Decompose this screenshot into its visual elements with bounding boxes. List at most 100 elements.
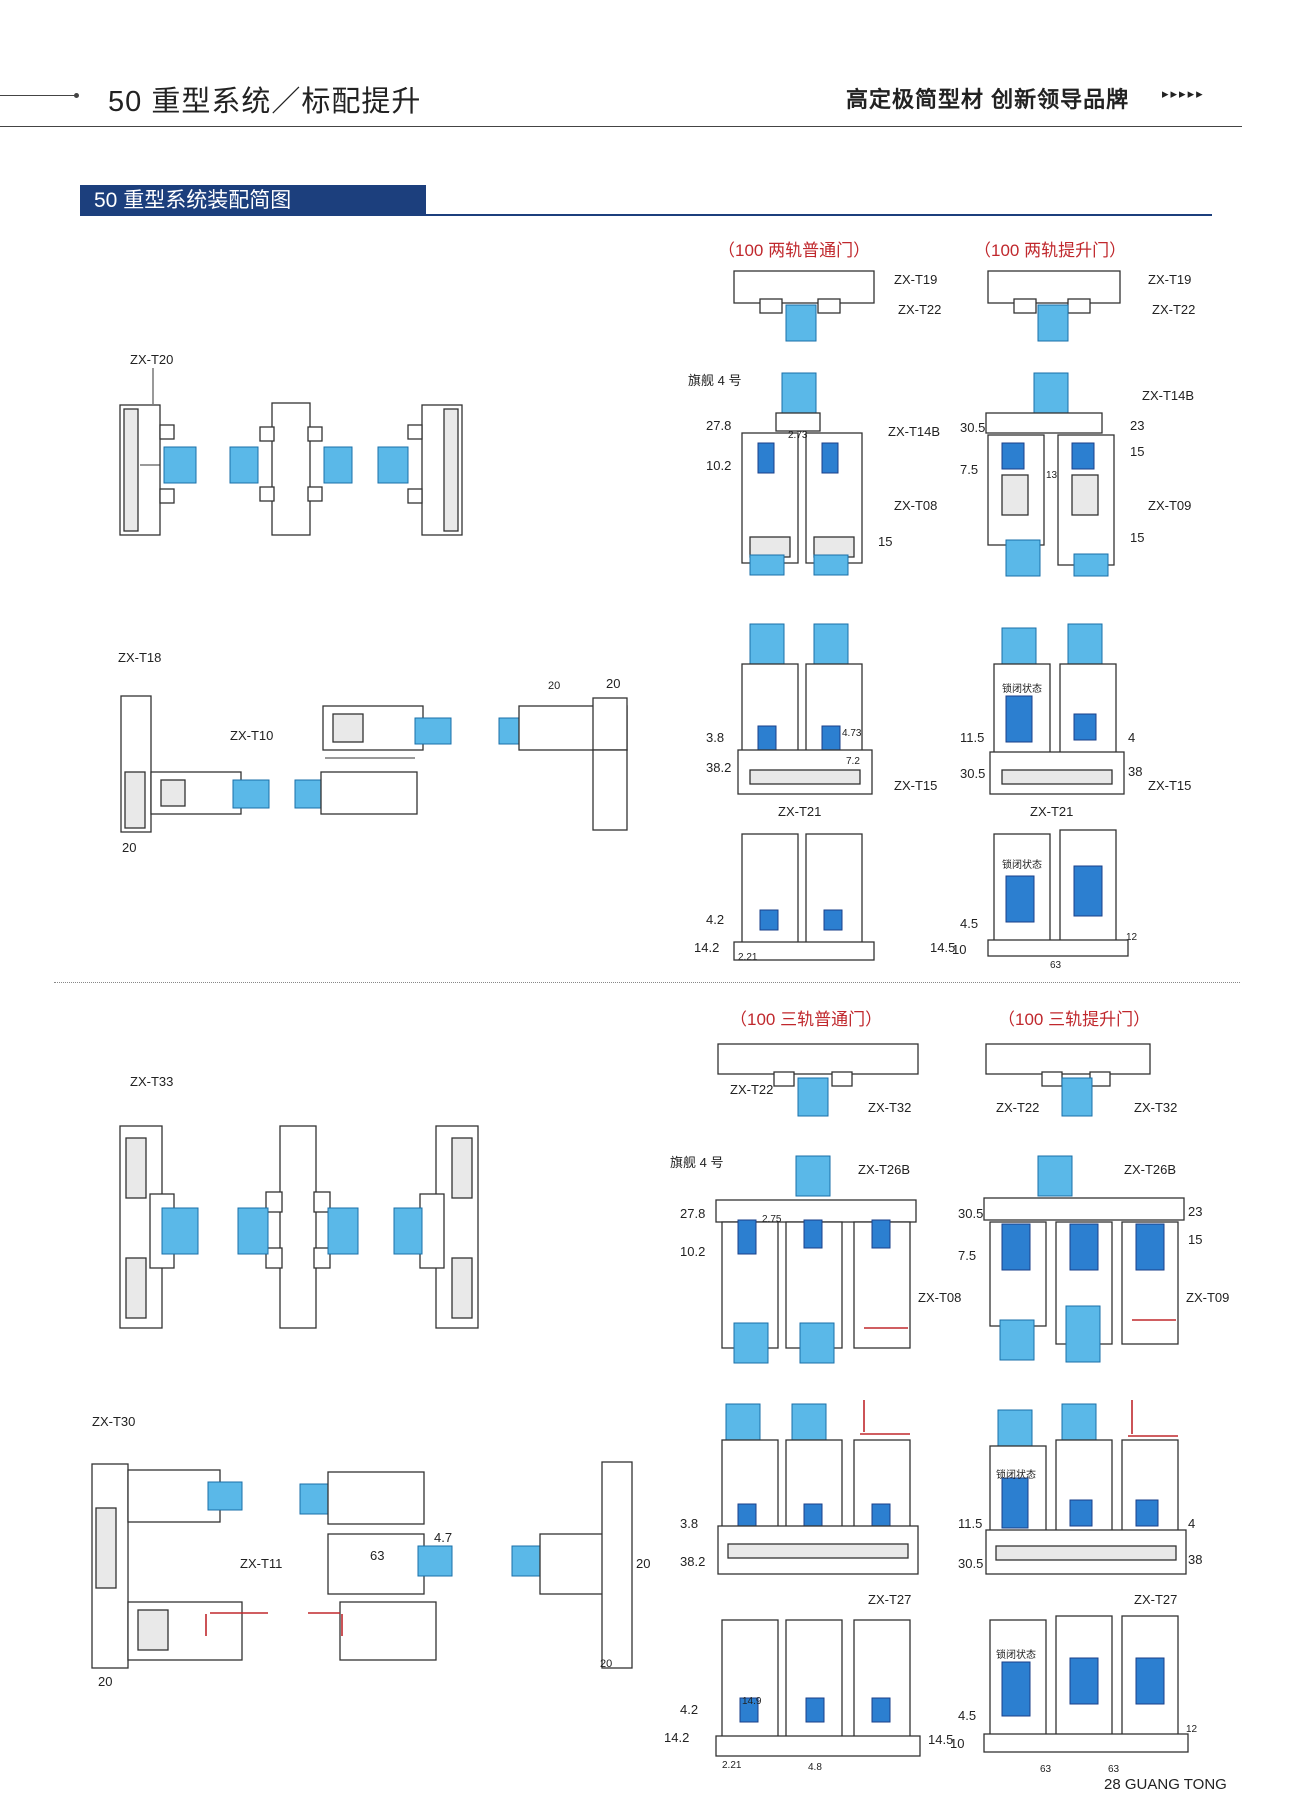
dim-63-b: 63 (1050, 960, 1062, 971)
dim-38-2-c: 38.2 (680, 1554, 706, 1569)
dim-10-b: 10 (952, 942, 967, 957)
dim-7-2-a: 7.2 (846, 756, 860, 767)
label-zx-t30: ZX-T30 (92, 1414, 136, 1429)
dim-4-7: 4.7 (434, 1530, 453, 1545)
three-rail-normal-sill (717, 1400, 919, 1575)
section-drawing-t18-t10 (120, 695, 628, 833)
three-rail-lift-sill (985, 1400, 1187, 1575)
two-rail-lift-head (985, 270, 1121, 566)
dim-12-b: 12 (1126, 932, 1138, 943)
label-flagship-c: 旗舰 4 号 (670, 1155, 724, 1170)
dim-38-b: 38 (1128, 764, 1143, 779)
dim-10-2-c: 10.2 (680, 1244, 706, 1259)
dim-2-21-a: 2.21 (738, 952, 758, 963)
label-zx-t26b-c: ZX-T26B (858, 1162, 911, 1177)
label-zx-t15-b: ZX-T15 (1148, 778, 1192, 793)
dim-30-5-c: 30.5 (960, 766, 986, 781)
label-zx-t09-d: ZX-T09 (1186, 1290, 1230, 1305)
label-lock-d: 锁闭状态 (996, 1650, 1036, 1661)
label-zx-t08-a: ZX-T08 (894, 498, 938, 513)
dim-11-5-b: 11.5 (960, 730, 985, 745)
label-zx-t22-a: ZX-T22 (898, 302, 942, 317)
leader-t20 (152, 368, 154, 404)
label-zx-t22-d: ZX-T22 (996, 1100, 1040, 1115)
two-rail-normal-head (733, 270, 875, 564)
group-title-three-rail-lift: （100 三轨提升门） (998, 1010, 1151, 1029)
section-divider (54, 982, 1240, 983)
footer-brand: GUANG TONG (1124, 1776, 1227, 1793)
dim-4-2-c: 4.2 (680, 1702, 699, 1717)
label-zx-t09-b: ZX-T09 (1148, 498, 1192, 513)
dim-2-75-c: 2.75 (762, 1214, 782, 1225)
dim-63-d2: 63 (1108, 1764, 1120, 1775)
two-rail-normal-sill (737, 623, 873, 795)
section-drawing-t33 (119, 1125, 479, 1329)
dim-38-2-a: 38.2 (706, 760, 732, 775)
two-rail-lift-bottom (987, 829, 1129, 957)
dim-20-d: 20 (600, 1658, 613, 1670)
dim-4-d: 4 (1188, 1516, 1196, 1531)
dim-20-b: 20 (606, 676, 621, 691)
dim-23-b: 23 (1130, 418, 1145, 433)
dim-10-d: 10 (950, 1736, 965, 1751)
label-zx-t26b-d: ZX-T26B (1124, 1162, 1177, 1177)
glass-three-rail-normal (733, 1322, 835, 1364)
dim-15-a: 15 (878, 534, 893, 549)
header-rule (0, 126, 1242, 127)
dim-3-8-a: 3.8 (706, 730, 725, 745)
label-zx-t20: ZX-T20 (130, 352, 174, 367)
dim-14-9-c: 14.9 (742, 1696, 762, 1707)
dim-2-21-c: 2.21 (722, 1760, 742, 1771)
label-zx-t22-b: ZX-T22 (1152, 302, 1196, 317)
label-zx-t08-c: ZX-T08 (918, 1290, 962, 1305)
label-flagship-a: 旗舰 4 号 (688, 373, 742, 388)
label-zx-t22-c: ZX-T22 (730, 1082, 774, 1097)
dim-38-d: 38 (1188, 1552, 1203, 1567)
dim-30-5-b: 30.5 (960, 420, 986, 435)
dim-13-b: 13 (1046, 470, 1058, 481)
dim-30-5-e: 30.5 (958, 1556, 984, 1571)
dim-10-2-a: 10.2 (706, 458, 732, 473)
dim-27-8-a: 27.8 (706, 418, 732, 433)
group-title-two-rail-lift: （100 两轨提升门） (974, 241, 1127, 260)
three-rail-lift-head (983, 1043, 1185, 1345)
three-rail-normal-bottom (715, 1619, 921, 1757)
dim-2-73-a: 2.73 (788, 430, 808, 441)
dim-20-f: 20 (636, 1556, 651, 1571)
label-zx-t19-b: ZX-T19 (1148, 272, 1192, 287)
three-rail-normal-head (715, 1043, 919, 1349)
section-rule (426, 214, 1212, 216)
glass-two-rail-lift (1005, 539, 1109, 577)
dim-63-d1: 63 (1040, 1764, 1052, 1775)
dim-7-5-b: 7.5 (960, 462, 979, 477)
glass-three-rail-lift (999, 1305, 1101, 1363)
label-zx-t32-d: ZX-T32 (1134, 1100, 1178, 1115)
dim-11-5-d: 11.5 (958, 1516, 983, 1531)
label-zx-t27-c: ZX-T27 (868, 1592, 912, 1607)
dim-4-73-a: 4.73 (842, 728, 862, 739)
two-rail-lift-sill (989, 623, 1125, 795)
dim-15-d: 15 (1188, 1232, 1203, 1247)
label-lock-a: 锁闭状态 (1002, 684, 1042, 695)
three-rail-lift-bottom (983, 1615, 1189, 1753)
glass-two-rail-normal (749, 554, 849, 576)
page-title: 50 重型系统／标配提升 (108, 86, 422, 118)
header-rule-short (0, 95, 76, 96)
slogan-arrows: ▸▸▸▸▸ (1162, 86, 1205, 101)
dim-15-b: 15 (1130, 444, 1145, 459)
label-zx-t27-d: ZX-T27 (1134, 1592, 1178, 1607)
label-zx-t21-b: ZX-T21 (1030, 804, 1074, 819)
dim-63-e: 63 (370, 1548, 385, 1563)
label-zx-t19-a: ZX-T19 (894, 272, 938, 287)
section-title: 50 重型系统装配简图 (80, 185, 426, 216)
dim-20-a: 20 (122, 840, 137, 855)
section-drawing-t20 (119, 402, 463, 536)
dim-14-5-b: 14.5 (930, 940, 956, 955)
dim-27-8-c: 27.8 (680, 1206, 706, 1221)
label-lock-c: 锁闭状态 (996, 1470, 1036, 1481)
dim-12-d: 12 (1186, 1724, 1198, 1735)
label-zx-t10: ZX-T10 (230, 728, 274, 743)
group-title-three-rail-normal: （100 三轨普通门） (730, 1010, 883, 1029)
label-zx-t21-a: ZX-T21 (778, 804, 822, 819)
dim-20-e: 20 (548, 680, 561, 692)
